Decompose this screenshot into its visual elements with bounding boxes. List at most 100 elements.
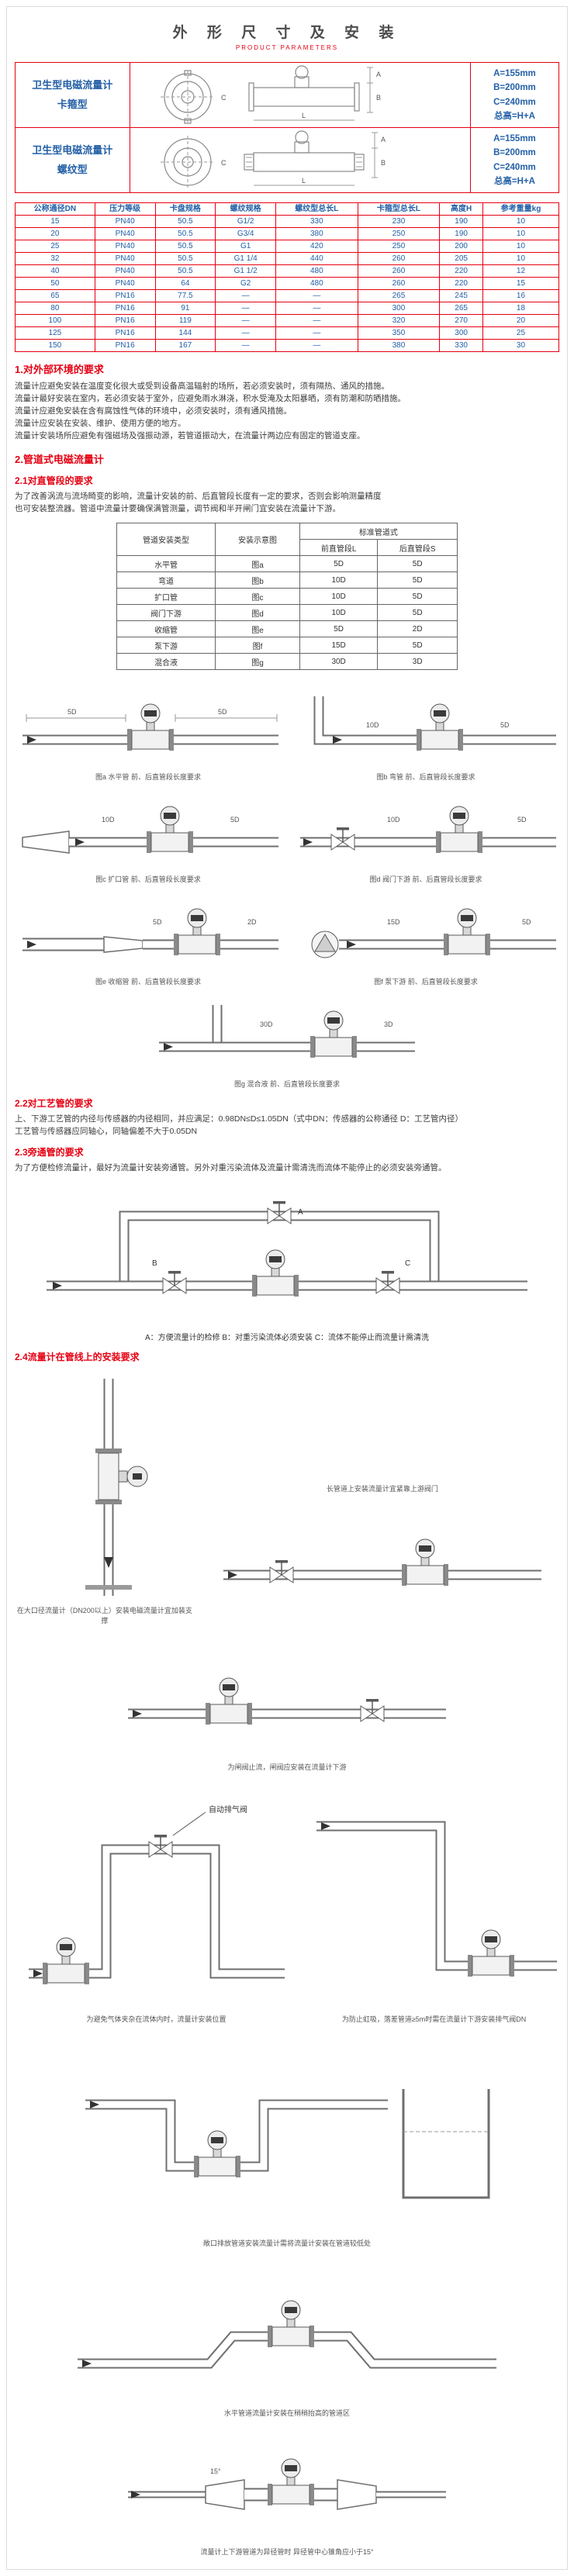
table-cell: 5D — [299, 620, 379, 637]
run-length-label: 5D — [517, 816, 527, 824]
table-cell: 50 — [15, 277, 95, 290]
table-cell: G3/4 — [215, 227, 277, 240]
table-cell: 收缩管 — [116, 620, 216, 637]
table-cell: 15 — [482, 277, 560, 290]
table-cell: 260 — [357, 252, 441, 265]
paragraph: 流量计安装场所应避免有强磁场及强振动源，若管道振动大，在流量计两边应有固定的管道… — [15, 431, 365, 440]
table-cell: — — [215, 339, 277, 352]
table-cell: 图d — [215, 604, 300, 621]
header-cell: 前直管段L — [299, 539, 379, 556]
dimension-value: 总高=H+A — [493, 111, 535, 121]
figure-c: 10D 5D 图c 扩口管 前、后直管段长度要求 — [15, 791, 282, 884]
flowmeter-icon — [267, 2458, 315, 2506]
figure-d: 10D 5D 图d 阀门下游 前、后直管段长度要求 — [292, 791, 559, 884]
table-cell: 91 — [154, 302, 216, 315]
table-cell: PN40 — [94, 215, 156, 228]
install-caption: 为防止虹吸，落差管道≥5m时需在流量计下游安装排气阀DN — [341, 2015, 527, 2023]
angle-label: 15° — [210, 2467, 221, 2475]
run-length-label: 2D — [247, 918, 257, 926]
table-cell: 330 — [275, 215, 358, 228]
table-cell: 190 — [439, 227, 483, 240]
table-cell: 50.5 — [154, 227, 216, 240]
siphon-diagram — [316, 1821, 558, 1977]
table-cell: 32 — [15, 252, 95, 265]
flowmeter-icon — [173, 908, 221, 956]
header-cell: 后直管段S — [377, 539, 458, 556]
dim-label: C — [221, 159, 226, 167]
table-cell: 220 — [439, 277, 483, 290]
section24-heading: 2.4流量计在管线上的安装要求 — [15, 1352, 140, 1362]
figure-caption: 图c 扩口管 前、后直管段长度要求 — [95, 875, 201, 883]
table-row: 卫生型电磁流量计 螺纹型 — [15, 127, 560, 193]
table-cell: 10 — [482, 227, 560, 240]
paragraph: 流量计应避免安装在含有腐蚀性气体的环境中，必须安装时，须有通风措施。 — [15, 406, 292, 416]
flowmeter-icon — [443, 908, 491, 956]
table-cell: 混合液 — [116, 653, 216, 670]
table-cell: — — [275, 302, 358, 315]
install-figure-large-dn: 在大口径流量计（DN200以上）安装电磁流量计宜加装支撑 — [15, 1371, 195, 1625]
table-cell: 77.5 — [154, 289, 216, 302]
table-cell: 50.5 — [154, 240, 216, 253]
table-cell: 图c — [215, 588, 300, 605]
header-cell: 螺纹型总长L — [275, 202, 358, 216]
table-cell: 12 — [482, 264, 560, 278]
table-cell: 150 — [15, 339, 95, 352]
table-cell: 125 — [15, 326, 95, 340]
table-cell: PN16 — [94, 314, 156, 327]
section1-paragraphs: 流量计应避免安装在温度变化很大或受到设备高温辐射的场所，若必须安装时，须有隔热、… — [15, 380, 559, 442]
flowmeter-icon — [126, 703, 175, 751]
dimension-value: B=200mm — [493, 83, 536, 93]
paragraph: 也可安装整流器。管道中流量计要确保满管测量，调节阀和半开闸门宜安装在流量计下游。 — [15, 504, 341, 513]
table-cell: 图e — [215, 620, 300, 637]
table-cell: PN40 — [94, 240, 156, 253]
figure-g-diagram: 30D 3D — [159, 1005, 415, 1058]
air-trap-diagram: 自动排气阀 — [28, 1804, 285, 1985]
run-length-label: 10D — [366, 721, 379, 729]
table-cell: 10 — [482, 240, 560, 253]
table-cell: 10D — [299, 571, 379, 589]
table-cell: 25 — [15, 240, 95, 253]
dimension-value: A=155mm — [493, 68, 536, 78]
bypass-label-a: A — [298, 1208, 303, 1217]
table-cell: 5D — [377, 555, 458, 572]
install-figure-open-discharge: 敞口排放管道安装流量计需将流量计安装在管道较低处 — [15, 2035, 559, 2248]
table-cell: PN16 — [94, 339, 156, 352]
dimension-value: C=240mm — [493, 97, 536, 107]
run-length-label: 5D — [522, 918, 531, 926]
pump-icon — [311, 931, 339, 958]
install-figure-valve-down: 为闸阀止流，闸阀应安装在流量计下游 — [15, 1636, 559, 1772]
header-cell: 标准管道式 — [299, 523, 458, 540]
run-length-label: 30D — [260, 1020, 273, 1028]
header-cell: 公称通径DN — [15, 202, 95, 216]
thread-type-drawing: A B C L — [160, 129, 386, 188]
figure-grid: 5D 5D 图a 水平管 前、后直管段长度要求 10D 5D 图b 弯管 前、后… — [15, 679, 559, 1089]
table-cell: 265 — [357, 289, 441, 302]
table-cell: 100 — [15, 314, 95, 327]
table-cell: 5D — [377, 571, 458, 589]
table-cell: PN40 — [94, 277, 156, 290]
valve-down-diagram — [128, 1677, 446, 1725]
table-cell: 25 — [482, 326, 560, 340]
table-cell: 64 — [154, 277, 216, 290]
table-cell: 300 — [357, 302, 441, 315]
header-cell: 安装示意图 — [215, 523, 300, 556]
table-cell: 30D — [299, 653, 379, 670]
run-length-label: 5D — [218, 708, 227, 716]
open-discharge-diagram — [85, 2089, 490, 2199]
flowmeter-icon — [309, 1010, 358, 1058]
page-header: 外 形 尺 寸 及 安 装 PRODUCT PARAMETERS — [15, 13, 559, 57]
run-length-label: 5D — [230, 816, 240, 824]
flowmeter-icon — [193, 2130, 241, 2178]
